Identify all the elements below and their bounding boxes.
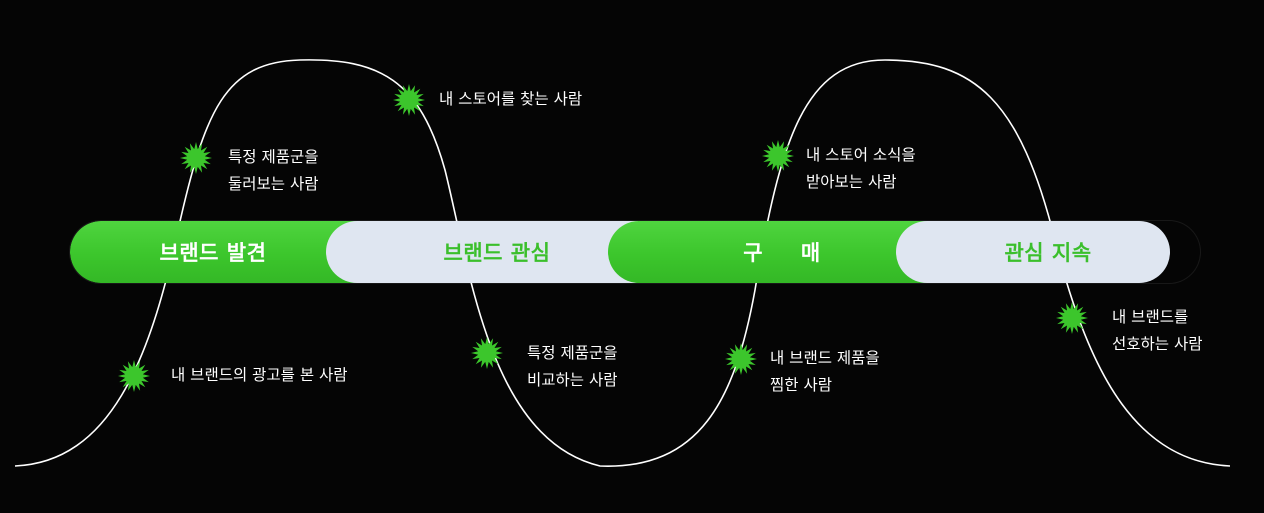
label-line: 찜한 사람 — [770, 376, 832, 394]
label-ad-viewer: 내 브랜드의 광고를 본 사람 — [171, 362, 348, 389]
stage-label: 관심 지속 — [1004, 241, 1092, 265]
label-line: 둘러보는 사람 — [228, 175, 319, 193]
label-line: 특정 제품군을 — [228, 148, 319, 166]
burst-marker-icon — [1056, 302, 1088, 334]
stage-bar: 브랜드 발견 브랜드 관심 구 매 관심 지속 — [70, 221, 1200, 283]
burst-marker-icon — [762, 140, 794, 172]
stage-brand-interest: 브랜드 관심 — [326, 221, 638, 283]
label-line: 비교하는 사람 — [527, 371, 618, 389]
label-store-finder: 내 스토어를 찾는 사람 — [439, 86, 582, 113]
stage-label: 브랜드 발견 — [159, 241, 267, 265]
label-line: 내 스토어를 찾는 사람 — [439, 90, 583, 108]
stage-brand-discovery: 브랜드 발견 — [70, 221, 356, 283]
label-product-saver: 내 브랜드 제품을 찜한 사람 — [770, 345, 880, 399]
label-line: 내 브랜드를 — [1112, 308, 1189, 326]
label-line: 내 브랜드 제품을 — [770, 349, 880, 367]
burst-marker-icon — [725, 343, 757, 375]
stage-label: 구 매 — [743, 241, 821, 265]
label-category-comparer: 특정 제품군을 비교하는 사람 — [527, 340, 618, 394]
label-category-browser: 특정 제품군을 둘러보는 사람 — [228, 144, 319, 198]
stage-sustained-interest: 관심 지속 — [896, 221, 1170, 283]
burst-marker-icon — [393, 84, 425, 116]
burst-marker-icon — [180, 142, 212, 174]
label-brand-preferrer: 내 브랜드를 선호하는 사람 — [1112, 304, 1203, 358]
label-store-news-subscriber: 내 스토어 소식을 받아보는 사람 — [806, 142, 916, 196]
stage-purchase: 구 매 — [608, 221, 926, 283]
burst-marker-icon — [118, 360, 150, 392]
label-line: 내 브랜드의 광고를 본 사람 — [171, 366, 348, 384]
burst-marker-icon — [471, 337, 503, 369]
label-line: 받아보는 사람 — [806, 173, 897, 191]
label-line: 선호하는 사람 — [1112, 335, 1203, 353]
label-line: 특정 제품군을 — [527, 344, 618, 362]
stage-label: 브랜드 관심 — [443, 241, 551, 265]
label-line: 내 스토어 소식을 — [806, 146, 916, 164]
